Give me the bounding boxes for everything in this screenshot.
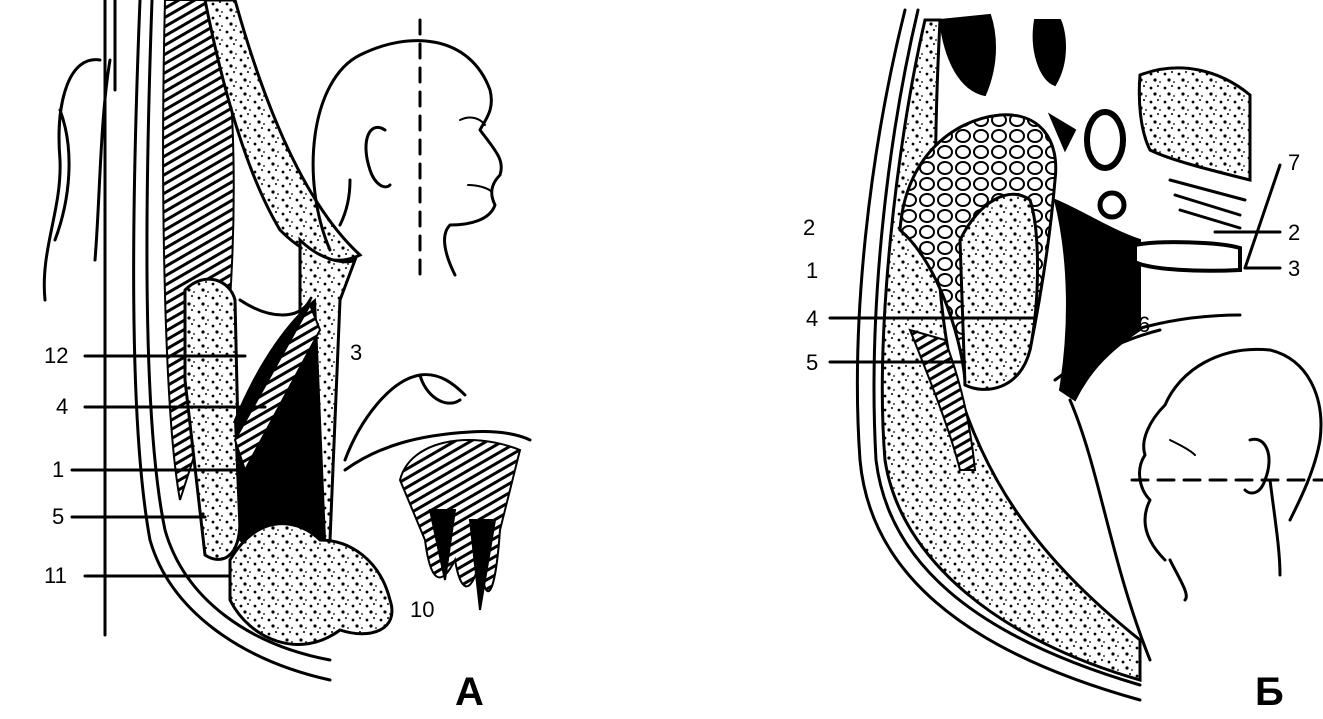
skin-outer-b [855,8,1142,702]
leader-lines-b [828,163,1282,364]
label-4-a: 4 [56,394,68,419]
label-2-left-b: 2 [803,215,815,240]
muscle-fibers-a [233,302,322,473]
tube-b [1133,240,1242,273]
label-12-a: 12 [44,343,68,368]
panel-a: 12 4 1 5 11 3 10 А [42,0,532,714]
auricle-outline-a [42,58,112,302]
dark-space-b [1053,198,1141,402]
skin-inner-a [145,0,332,662]
label-3-b: 3 [1288,256,1300,281]
neck-curve-b [1068,398,1152,662]
label-6-b: 6 [1138,312,1150,337]
skin-inner-b [872,8,1142,687]
palate-outline-a [343,373,467,462]
label-4-b: 4 [806,306,818,331]
label-1-a: 1 [52,457,64,482]
label-3-a: 3 [350,340,362,365]
panel-b: 2 1 4 5 6 7 2 3 Б [803,8,1323,714]
bone-ramus-b [958,192,1039,391]
curve-6-b [1068,313,1242,362]
panel-letter-a: А [455,670,484,714]
curve-6b-b [1053,328,1162,382]
panel-letter-b: Б [1255,670,1284,714]
label-1-b: 1 [806,258,818,283]
label-7-b: 7 [1288,150,1300,175]
teeth-a [398,439,522,611]
palate-lines-b [1168,178,1247,230]
tongue-outline-a [343,430,532,472]
label-10-a: 10 [410,597,434,622]
leader-lines-a [70,354,267,578]
masseter-b [908,328,977,471]
skin-outer-a [132,0,332,682]
label-2-right-b: 2 [1288,220,1300,245]
upper-structures-b [938,13,1127,220]
head-profile-b [1130,347,1323,602]
dark-wedge-b [1047,112,1077,153]
label-5-b: 5 [806,350,818,375]
contour-line-a [238,298,312,317]
label-5-a: 5 [52,504,64,529]
palate-b [1137,66,1252,182]
label-11-a: 11 [44,563,67,588]
head-profile-a [311,18,503,277]
gland-lower-a [228,522,394,646]
